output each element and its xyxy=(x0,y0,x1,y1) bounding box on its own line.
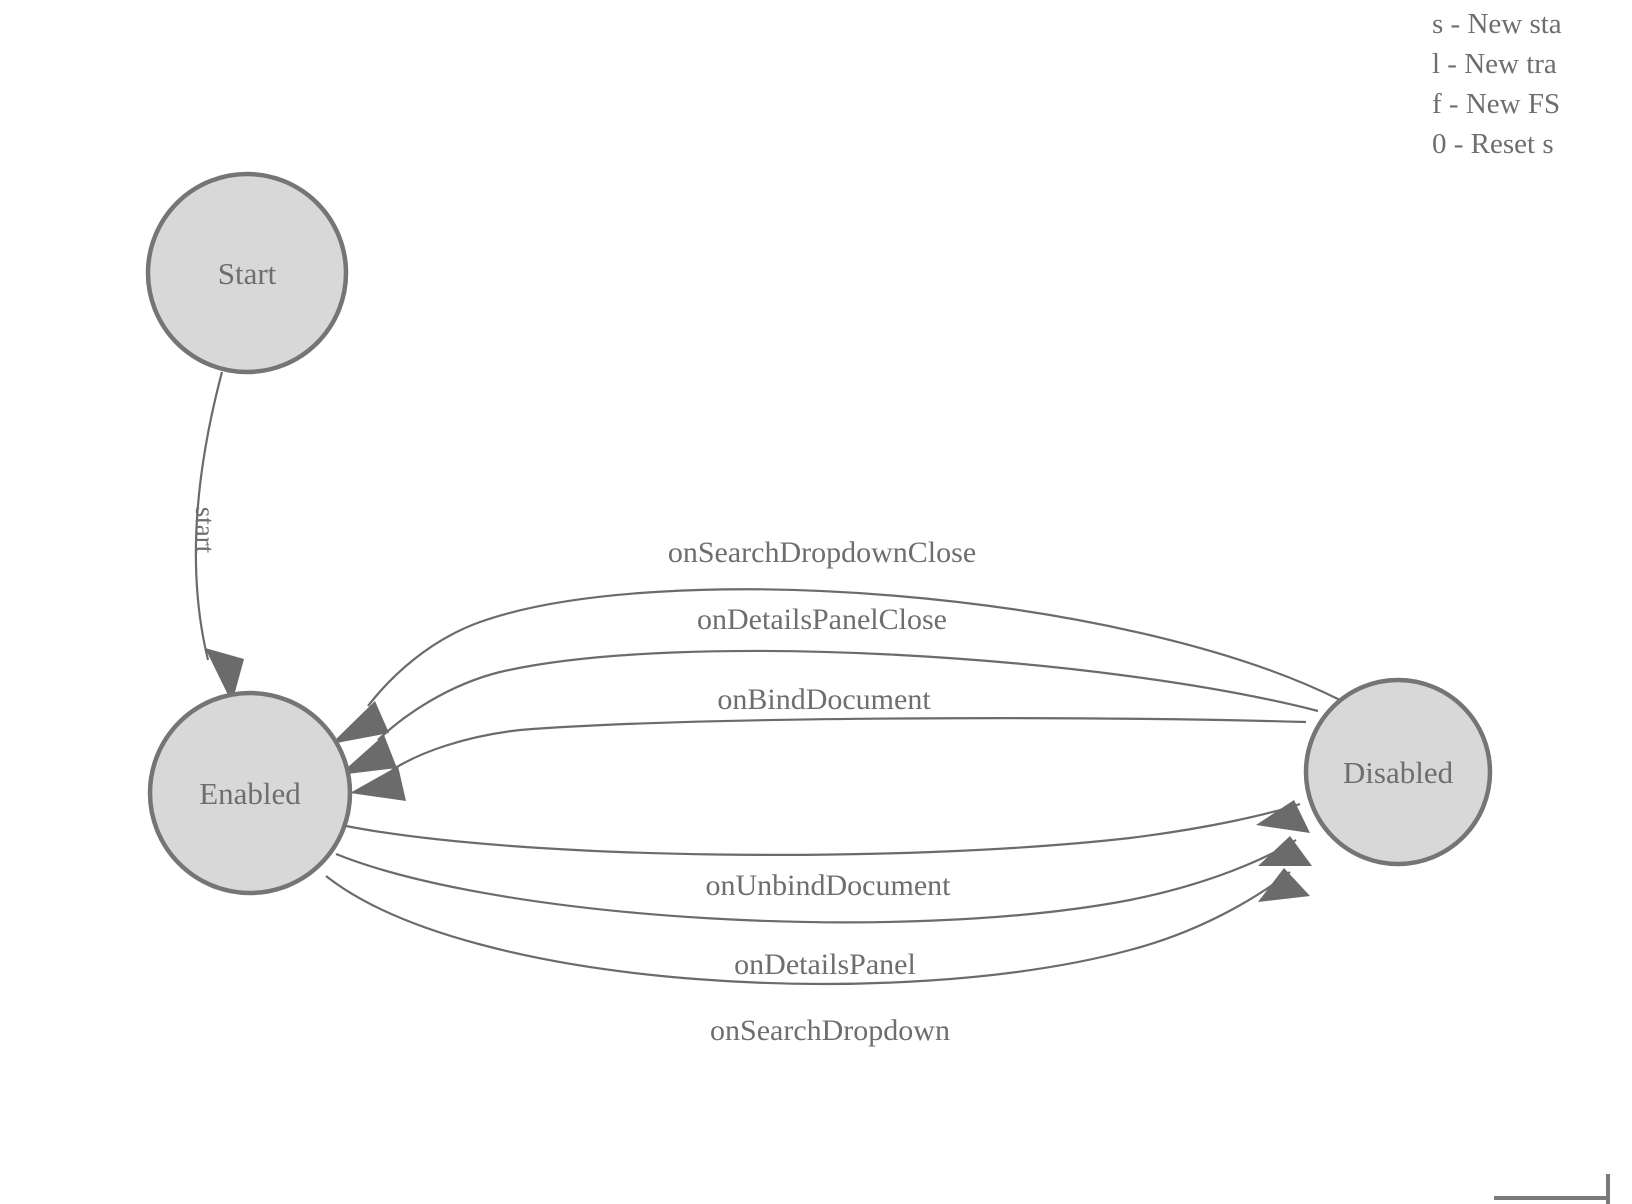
edge-label-on-search-dropdown-close: onSearchDropdownClose xyxy=(668,536,976,569)
state-node-start[interactable]: Start xyxy=(145,171,349,375)
edge-label-on-unbind-document: onUnbindDocument xyxy=(706,869,952,902)
state-node-disabled[interactable]: Disabled xyxy=(1303,677,1493,867)
arrow-head-on-search-dropdown-close xyxy=(331,701,389,744)
state-circle-start xyxy=(145,171,349,375)
edge-label-on-search-dropdown: onSearchDropdown xyxy=(710,1014,950,1047)
legend-line-reset: 0 - Reset s xyxy=(1432,128,1554,160)
edge-path-on-bind-document xyxy=(391,717,1307,771)
edge-path-start-enabled xyxy=(194,371,224,661)
legend-line-new-fsm: f - New FS xyxy=(1432,88,1561,120)
arrow-head-on-search-dropdown xyxy=(1258,868,1310,902)
transition-start-to-enabled[interactable]: start xyxy=(190,371,244,703)
transition-enabled-to-disabled-search-dropdown[interactable]: onSearchDropdown xyxy=(325,868,1310,1047)
state-circle-disabled xyxy=(1303,677,1493,867)
arrow-head-on-unbind-document xyxy=(1256,800,1310,833)
edge-label-start: start xyxy=(190,507,220,554)
state-label-start: Start xyxy=(218,256,277,291)
edge-path-on-search-dropdown xyxy=(325,871,1291,986)
state-label-enabled: Enabled xyxy=(199,776,301,811)
edge-path-on-details-panel-close xyxy=(377,649,1319,741)
transition-disabled-to-enabled-bind-document[interactable]: onBindDocument xyxy=(350,683,1307,801)
state-circle-enabled xyxy=(147,690,353,896)
transition-disabled-to-enabled-details-panel-close[interactable]: onDetailsPanelClose xyxy=(339,603,1319,775)
legend-line-new-state: s - New sta xyxy=(1432,8,1562,40)
edge-label-on-bind-document: onBindDocument xyxy=(717,683,931,716)
edge-path-on-search-dropdown-close xyxy=(367,588,1341,707)
keyboard-shortcuts-legend: s - New sta l - New tra f - New FS 0 - R… xyxy=(1422,0,1632,164)
edge-path-on-unbind-document xyxy=(345,802,1301,856)
state-node-enabled[interactable]: Enabled xyxy=(147,690,353,896)
legend-line-new-transition: l - New tra xyxy=(1432,48,1557,80)
transition-enabled-to-disabled-unbind-document[interactable]: onUnbindDocument xyxy=(345,800,1310,902)
arrow-head-on-bind-document xyxy=(350,766,406,801)
transition-disabled-to-enabled-search-dropdown-close[interactable]: onSearchDropdownClose xyxy=(331,536,1341,744)
edge-path-on-details-panel xyxy=(335,839,1297,924)
state-label-disabled: Disabled xyxy=(1343,755,1454,790)
arrow-head-start-enabled xyxy=(205,648,244,703)
edge-label-on-details-panel-close: onDetailsPanelClose xyxy=(697,603,947,636)
arrow-head-on-details-panel-close xyxy=(339,735,397,775)
arrow-head-on-details-panel xyxy=(1258,836,1312,866)
edge-label-on-details-panel: onDetailsPanel xyxy=(734,948,916,981)
transition-enabled-to-disabled-details-panel[interactable]: onDetailsPanel xyxy=(335,836,1312,981)
